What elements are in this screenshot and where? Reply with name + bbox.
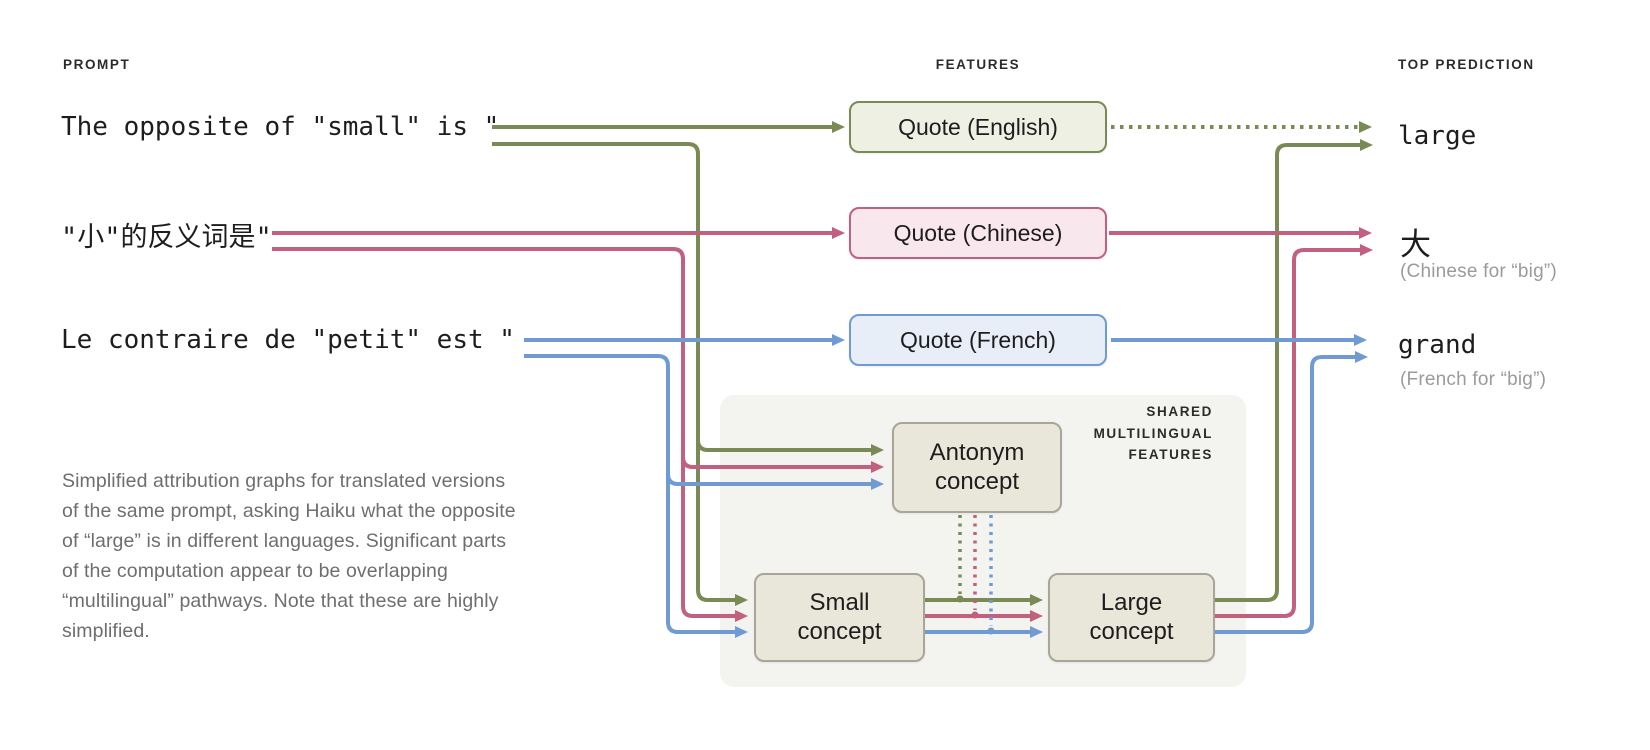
edge-large-concept-to-prediction-french: [1215, 351, 1368, 634]
shared-multilingual-label: SHARED MULTILINGUAL FEATURES: [1013, 401, 1213, 466]
prediction-chinese: 大: [1400, 227, 1431, 263]
prompt-french: Le contraire de "petit" est ": [61, 325, 515, 355]
concept-label-large: Large concept: [1089, 588, 1174, 645]
feature-box-quote-english: Quote (English): [849, 101, 1107, 153]
shared-label-line-2: MULTILINGUAL: [1093, 425, 1213, 441]
edge-prompt-english-to-small-concept: [492, 142, 748, 606]
prompt-english: The opposite of "small" is ": [61, 112, 500, 142]
shared-label-line-3: FEATURES: [1128, 447, 1213, 462]
edge-large-concept-to-prediction-english: [1215, 139, 1373, 602]
feature-label-quote-chinese: Quote (Chinese): [893, 219, 1063, 246]
concept-box-antonym: Antonym concept: [892, 422, 1062, 513]
edge-prompt-french-to-small-concept: [524, 354, 748, 638]
concept-box-small: Small concept: [754, 573, 925, 662]
column-header-top-prediction: TOP PREDICTION: [1398, 57, 1535, 72]
prompt-chinese: "小"的反义词是": [61, 222, 272, 253]
feature-label-quote-french: Quote (French): [900, 326, 1056, 353]
gate-dot-blue: [987, 627, 995, 635]
prediction-french-note: (French for “big”): [1400, 369, 1547, 390]
concept-label-antonym: Antonym concept: [929, 438, 1025, 495]
edge-prompt-english-to-antonym-concept: [696, 432, 884, 456]
gate-dot-green: [956, 595, 964, 603]
gate-dot-pink: [971, 611, 979, 619]
edge-prompt-chinese-to-antonym-concept: [681, 449, 884, 473]
prediction-french: grand: [1398, 330, 1477, 360]
prediction-chinese-note: (Chinese for “big”): [1400, 261, 1557, 282]
column-header-features: FEATURES: [935, 57, 1021, 72]
feature-box-quote-chinese: Quote (Chinese): [849, 207, 1107, 259]
figure-caption: Simplified attribution graphs for transl…: [62, 470, 516, 642]
feature-label-quote-english: Quote (English): [898, 113, 1058, 140]
edge-prompt-chinese-to-small-concept: [272, 247, 748, 622]
shared-label-line-1: SHARED: [1146, 404, 1213, 419]
column-header-prompt: PROMPT: [63, 57, 131, 72]
concept-label-small: Small concept: [797, 588, 882, 645]
prediction-english: large: [1398, 121, 1477, 151]
feature-box-quote-french: Quote (French): [849, 314, 1107, 366]
edge-prompt-french-to-antonym-concept: [666, 466, 884, 490]
concept-box-large: Large concept: [1048, 573, 1215, 662]
edge-large-concept-to-prediction-chinese: [1215, 244, 1373, 618]
